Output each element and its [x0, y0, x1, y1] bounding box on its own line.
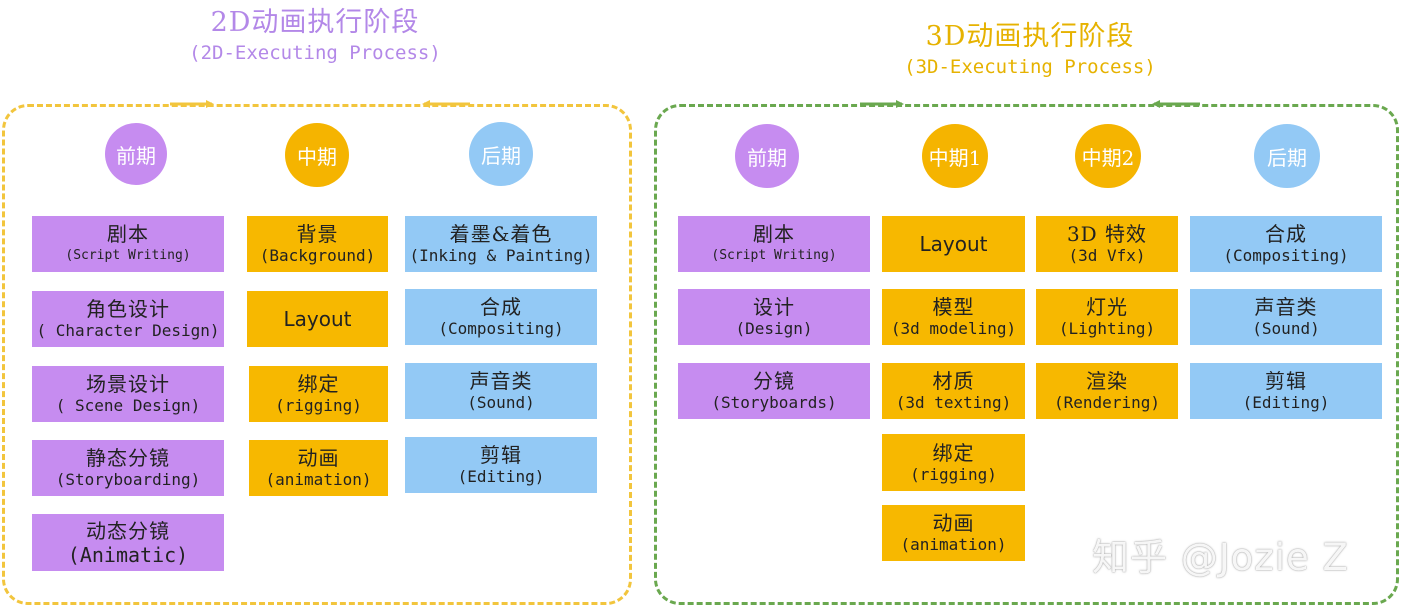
- box-label-en: (Editing): [457, 467, 545, 486]
- box-label-en: (3d modeling): [890, 319, 1017, 338]
- box-label-en: (animation): [265, 470, 372, 489]
- box-label-en: (Storyboarding): [55, 470, 201, 489]
- box-3d-pre-script: 剧本 (Script Writing): [678, 216, 870, 272]
- box-label-zh: 动画: [932, 511, 975, 535]
- box-label-en: (Design): [735, 319, 813, 338]
- box-label-en: (Rendering): [1054, 393, 1160, 412]
- stage-3d-mid1: 中期1: [922, 124, 988, 188]
- box-3d-mid2-vfx: 3D 特效 (3d Vfx): [1036, 216, 1178, 272]
- title-3d-zh: 3D动画执行阶段: [925, 21, 1135, 52]
- box-label-zh: 设计: [753, 295, 795, 319]
- box-label-en: (animation): [900, 535, 1007, 554]
- box-label-zh: 场景设计: [86, 372, 170, 396]
- box-label-zh: 合成: [1265, 222, 1307, 246]
- box-label-zh: 背景: [296, 222, 339, 246]
- box-label-en: (rigging): [910, 464, 997, 484]
- panel-2d: [2, 104, 632, 605]
- box-label-zh: 分镜: [753, 369, 795, 393]
- box-label-zh: 合成: [480, 295, 522, 319]
- box-label-en: (Storyboards): [711, 393, 837, 412]
- box-label-zh: 剧本: [107, 222, 149, 246]
- box-label-zh: 绑定: [297, 372, 340, 396]
- box-2d-post-compositing: 合成 (Compositing): [405, 289, 597, 345]
- box-label-en: (Compositing): [438, 319, 564, 338]
- box-label-zh: 绑定: [932, 440, 975, 465]
- box-3d-mid1-layout: Layout: [882, 216, 1025, 272]
- box-label-en: (Script Writing): [65, 248, 191, 263]
- stage-3d-pre: 前期: [735, 124, 799, 188]
- box-label-zh: 着墨&着色: [449, 222, 553, 246]
- box-label-en: (3d texting): [895, 393, 1012, 412]
- box-2d-mid-animation: 动画 (animation): [249, 440, 388, 496]
- box-label-en: ( Character Design): [36, 321, 220, 340]
- box-label-en: (Compositing): [1223, 246, 1349, 265]
- box-3d-mid1-animation: 动画 (animation): [882, 505, 1025, 561]
- box-2d-pre-storyboarding: 静态分镜 (Storyboarding): [32, 440, 224, 496]
- box-label-en: (Animatic): [67, 542, 189, 567]
- box-label-zh: 剧本: [753, 222, 795, 246]
- box-2d-mid-rigging: 绑定 (rigging): [249, 366, 388, 422]
- box-2d-post-sound: 声音类 (Sound): [405, 363, 597, 419]
- box-label-zh: 3D 特效: [1066, 222, 1148, 246]
- title-2d-en: (2D-Executing Process): [189, 42, 441, 64]
- stage-3d-post: 后期: [1254, 124, 1320, 188]
- box-2d-pre-scene: 场景设计 ( Scene Design): [32, 366, 224, 422]
- box-label-zh: 声音类: [1254, 295, 1318, 319]
- box-2d-mid-layout: Layout: [247, 291, 388, 347]
- title-2d-zh: 2D动画执行阶段: [210, 7, 420, 38]
- box-label-zh: 静态分镜: [86, 446, 170, 470]
- box-label-en: (Lighting): [1058, 319, 1156, 338]
- box-label-zh: 角色设计: [86, 297, 170, 321]
- box-2d-pre-character: 角色设计 ( Character Design): [32, 291, 224, 347]
- box-3d-mid2-rendering: 渲染 (Rendering): [1036, 363, 1178, 419]
- box-label-en: (Background): [259, 246, 376, 265]
- box-3d-pre-storyboards: 分镜 (Storyboards): [678, 363, 870, 419]
- box-label-zh: 动画: [297, 446, 340, 470]
- box-3d-mid2-lighting: 灯光 (Lighting): [1036, 289, 1178, 345]
- box-label: Layout: [283, 307, 352, 331]
- box-label-zh: 渲染: [1086, 369, 1128, 393]
- box-label-en: (Script Writing): [711, 248, 837, 263]
- box-3d-pre-design: 设计 (Design): [678, 289, 870, 345]
- box-label-en: (3d Vfx): [1068, 246, 1146, 265]
- box-label: Layout: [919, 232, 988, 256]
- stage-2d-pre: 前期: [105, 123, 167, 185]
- box-3d-post-compositing: 合成 (Compositing): [1190, 216, 1382, 272]
- box-2d-mid-background: 背景 (Background): [247, 216, 388, 272]
- box-label-zh: 灯光: [1086, 295, 1128, 319]
- box-label-en: (Sound): [467, 393, 535, 412]
- box-3d-post-editing: 剪辑 (Editing): [1190, 363, 1382, 419]
- box-label-en: (Editing): [1242, 393, 1330, 412]
- box-2d-post-inking: 着墨&着色 (Inking & Painting): [405, 216, 597, 272]
- title-3d: 3D动画执行阶段 (3D-Executing Process): [860, 20, 1200, 80]
- stage-2d-post: 后期: [469, 122, 533, 186]
- box-2d-pre-script: 剧本 (Script Writing): [32, 216, 224, 272]
- box-label-en: (Sound): [1252, 319, 1320, 338]
- box-label-zh: 动态分镜: [86, 518, 170, 543]
- box-2d-post-editing: 剪辑 (Editing): [405, 437, 597, 493]
- watermark: 知乎 @Jozie Z: [1092, 536, 1349, 579]
- stage-2d-mid: 中期: [285, 123, 349, 187]
- title-3d-en: (3D-Executing Process): [904, 56, 1156, 78]
- box-label-en: ( Scene Design): [55, 396, 201, 415]
- box-3d-mid1-texturing: 材质 (3d texting): [882, 363, 1025, 419]
- box-3d-post-sound: 声音类 (Sound): [1190, 289, 1382, 345]
- box-2d-pre-animatic: 动态分镜 (Animatic): [32, 514, 224, 571]
- stage-3d-mid2: 中期2: [1075, 124, 1141, 188]
- box-label-zh: 剪辑: [480, 443, 522, 467]
- panel-3d: [654, 104, 1399, 605]
- box-label-zh: 声音类: [469, 369, 533, 393]
- title-2d: 2D动画执行阶段 (2D-Executing Process): [150, 6, 480, 66]
- box-label-en: (Inking & Painting): [409, 246, 593, 265]
- box-3d-mid1-modeling: 模型 (3d modeling): [882, 289, 1025, 345]
- box-label-zh: 模型: [932, 295, 975, 319]
- box-3d-mid1-rigging: 绑定 (rigging): [882, 434, 1025, 491]
- box-label-en: (rigging): [275, 396, 362, 415]
- box-label-zh: 材质: [932, 369, 975, 393]
- box-label-zh: 剪辑: [1265, 369, 1307, 393]
